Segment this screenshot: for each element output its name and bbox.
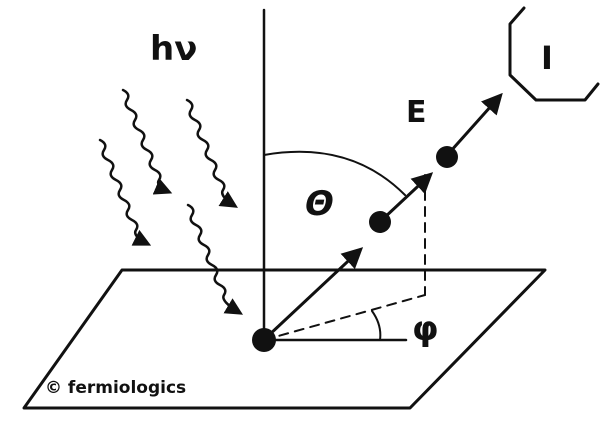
emission-point [252, 328, 276, 352]
wavy-arrow-icon [98, 138, 152, 246]
wavy-arrow-icon [121, 88, 173, 195]
projection-dashed-line [263, 294, 426, 341]
wavy-arrow-icon [186, 203, 244, 315]
electron-dot-2 [436, 146, 458, 168]
photon-energy-label: hν [150, 29, 197, 69]
theta-arc [263, 150, 406, 196]
electron-arrow-3 [448, 92, 503, 154]
detector-octagon-icon [508, 6, 600, 102]
electron-arrow-1 [266, 247, 364, 338]
polar-angle-label: Θ [305, 184, 334, 224]
azimuthal-angle-label: φ [412, 309, 439, 349]
copyright-label: © fermiologics [45, 378, 186, 398]
electron-arrow-2 [382, 172, 434, 220]
sample-plane [22, 268, 547, 410]
intensity-label: I [541, 39, 553, 77]
electron-dot-1 [369, 211, 391, 233]
photon-arrows [98, 88, 244, 315]
wavy-arrow-icon [185, 98, 238, 208]
electron-energy-label: E [406, 95, 427, 130]
phi-arc [371, 310, 382, 341]
